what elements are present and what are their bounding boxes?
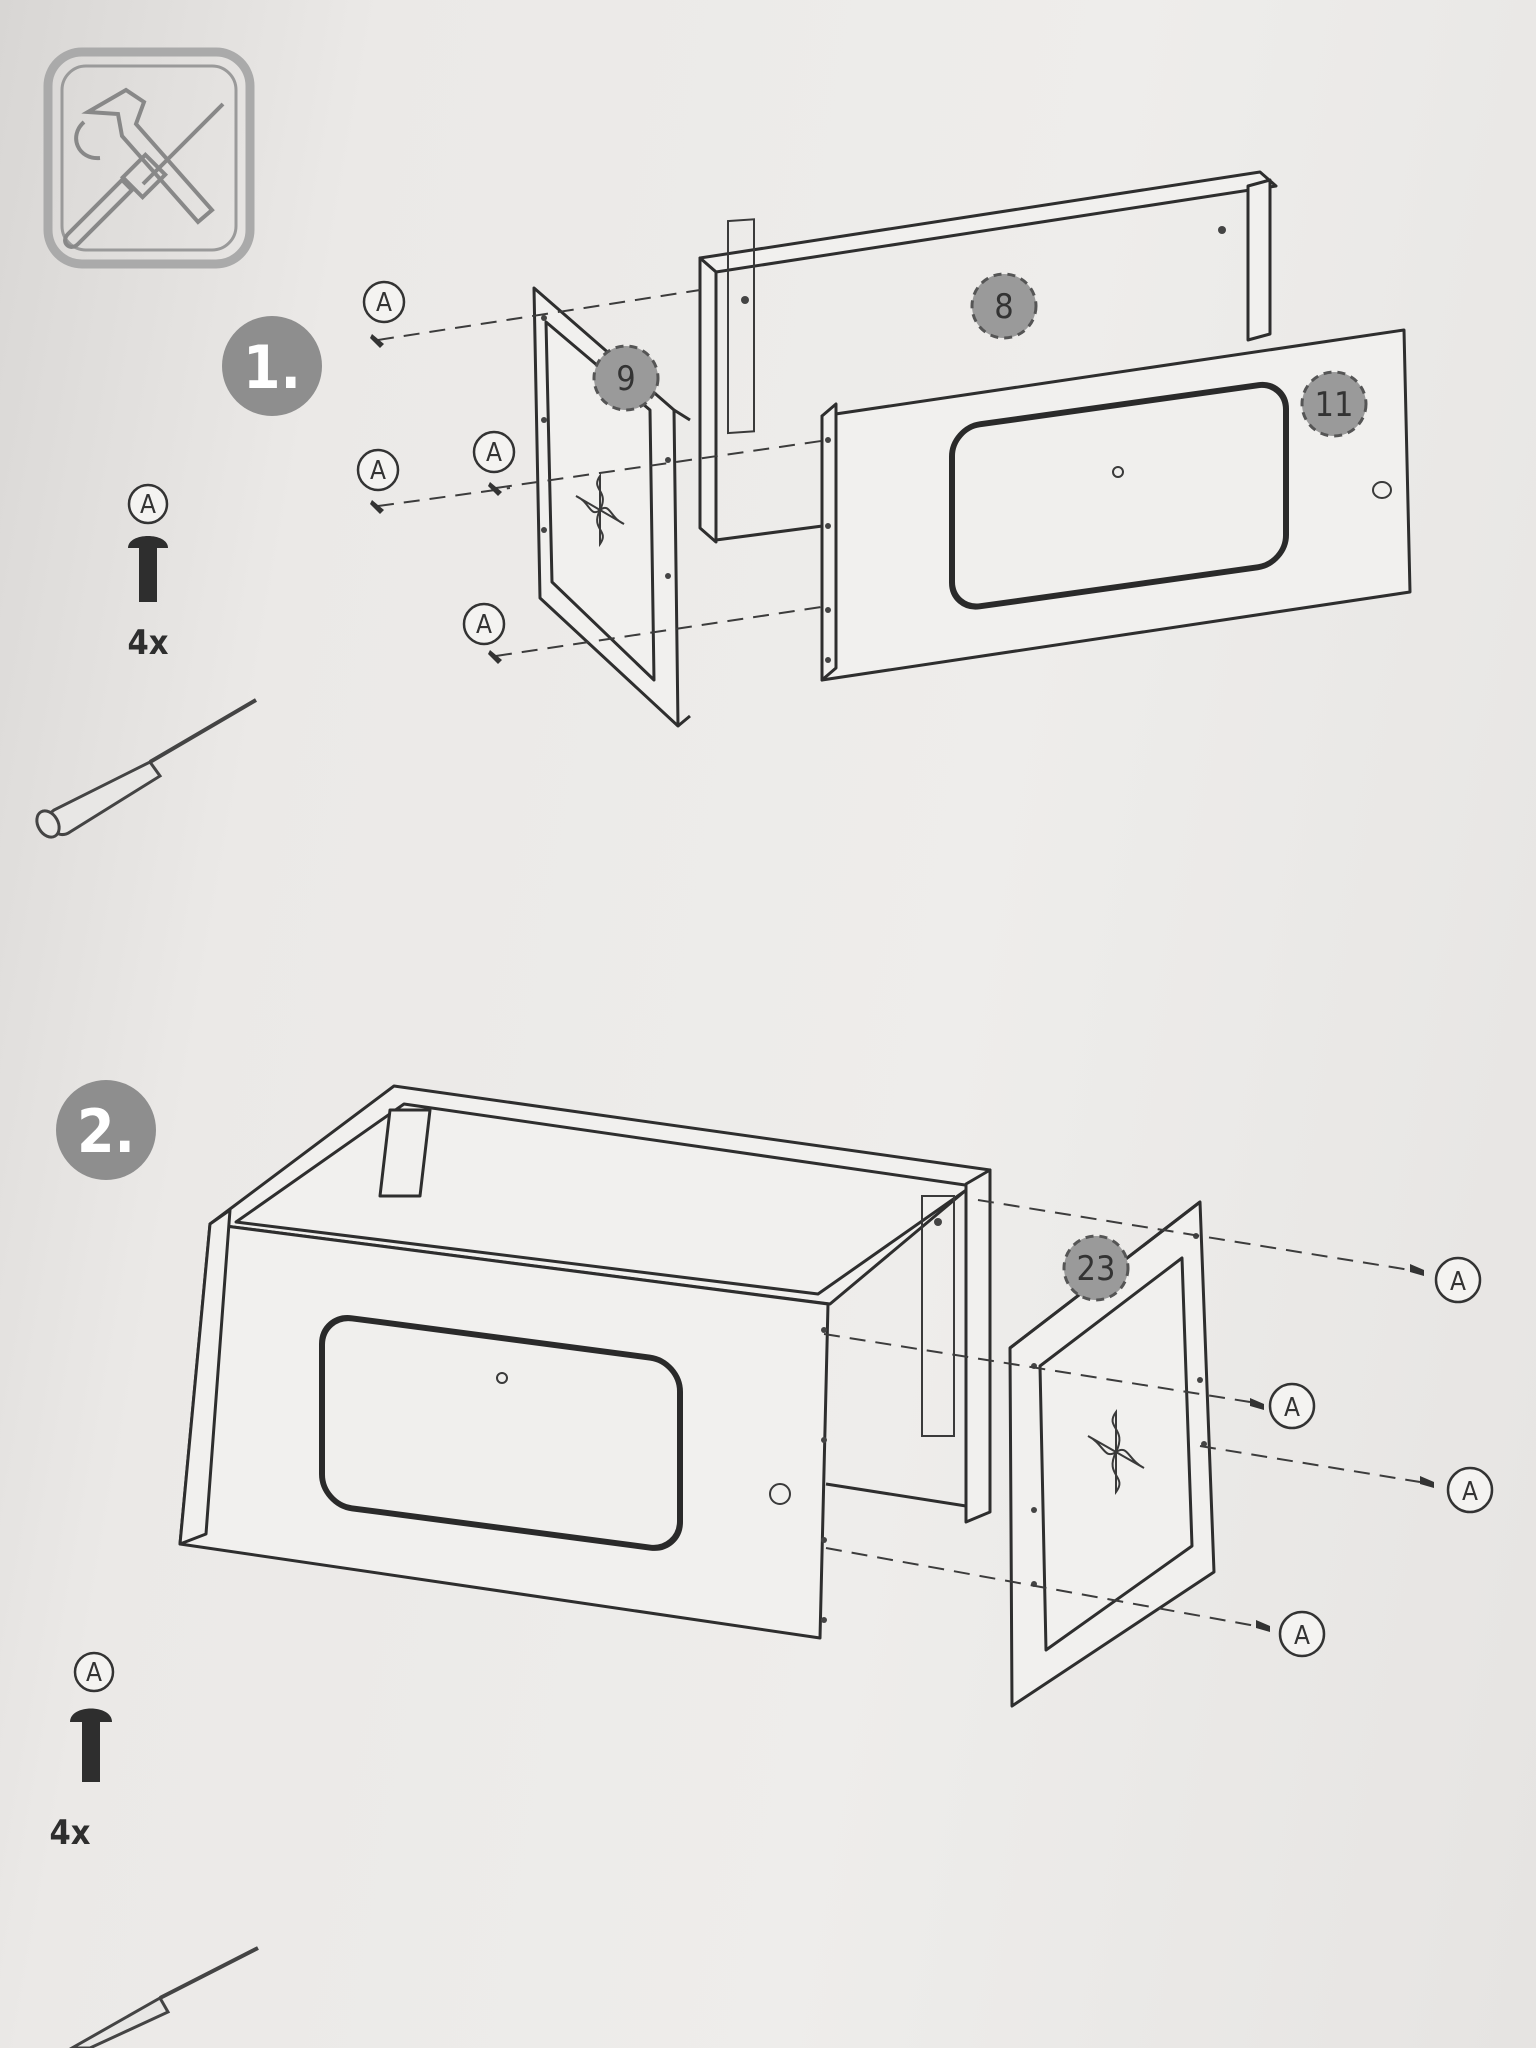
part-23-side-panel bbox=[1008, 1200, 1216, 1708]
svg-text:A: A bbox=[486, 438, 502, 468]
svg-text:9: 9 bbox=[616, 359, 635, 399]
assembled-housing bbox=[178, 1084, 992, 1640]
svg-text:A: A bbox=[1450, 1267, 1466, 1297]
screw-label-a: A bbox=[356, 448, 400, 492]
screwdriver-icon bbox=[68, 1946, 259, 2048]
svg-text:A: A bbox=[1294, 1621, 1310, 1651]
part-badge-9: 9 bbox=[592, 344, 660, 412]
svg-text:8: 8 bbox=[994, 287, 1013, 327]
svg-text:A: A bbox=[1284, 1393, 1300, 1423]
step-2: 2. A 4x bbox=[49, 1080, 1494, 2048]
step-2-badge: 2. bbox=[56, 1080, 156, 1180]
legend-count: 4x bbox=[49, 1813, 90, 1853]
part-badge-23: 23 bbox=[1062, 1234, 1130, 1302]
screw-label-a: A bbox=[362, 280, 406, 324]
fan-icon bbox=[575, 472, 625, 548]
screw-label-a: A bbox=[1434, 1256, 1482, 1304]
step-2-number: 2. bbox=[77, 1097, 135, 1167]
legend-count: 4x bbox=[127, 623, 168, 663]
step-1-badge: 1. bbox=[222, 316, 322, 416]
tools-icon bbox=[43, 47, 255, 269]
svg-text:A: A bbox=[1462, 1477, 1478, 1507]
svg-text:23: 23 bbox=[1077, 1249, 1116, 1289]
screwdriver-icon bbox=[63, 102, 225, 249]
screw-label-a: A bbox=[472, 430, 516, 474]
svg-text:A: A bbox=[476, 610, 492, 640]
step-1-number: 1. bbox=[243, 333, 301, 403]
legend-screw-label: A bbox=[86, 1658, 102, 1688]
part-badge-8: 8 bbox=[970, 272, 1038, 340]
svg-text:A: A bbox=[376, 288, 392, 318]
screw-label-a: A bbox=[462, 602, 506, 646]
screw-icon bbox=[128, 536, 168, 602]
svg-text:A: A bbox=[370, 456, 386, 486]
step-1-legend: A 4x bbox=[35, 483, 258, 839]
step-2-legend: A 4x bbox=[49, 1651, 259, 2048]
svg-text:11: 11 bbox=[1315, 385, 1354, 425]
part-8-frame bbox=[698, 170, 1278, 544]
part-11-front-panel bbox=[820, 328, 1412, 682]
step-2-screws: A A A A bbox=[823, 1199, 1494, 1658]
screw-icon bbox=[70, 1708, 112, 1782]
screwdriver-icon bbox=[35, 698, 258, 839]
screw-label-a: A bbox=[1278, 1610, 1326, 1658]
screw-label-a: A bbox=[1446, 1466, 1494, 1514]
legend-screw-label: A bbox=[140, 490, 156, 520]
part-badge-11: 11 bbox=[1300, 370, 1368, 438]
step-1: 1. A 4x bbox=[35, 170, 1412, 839]
wrench-icon bbox=[74, 87, 215, 225]
screw-label-a: A bbox=[1268, 1382, 1316, 1430]
step-1-screws: A A A A bbox=[356, 280, 829, 664]
fan-icon bbox=[1087, 1408, 1145, 1496]
